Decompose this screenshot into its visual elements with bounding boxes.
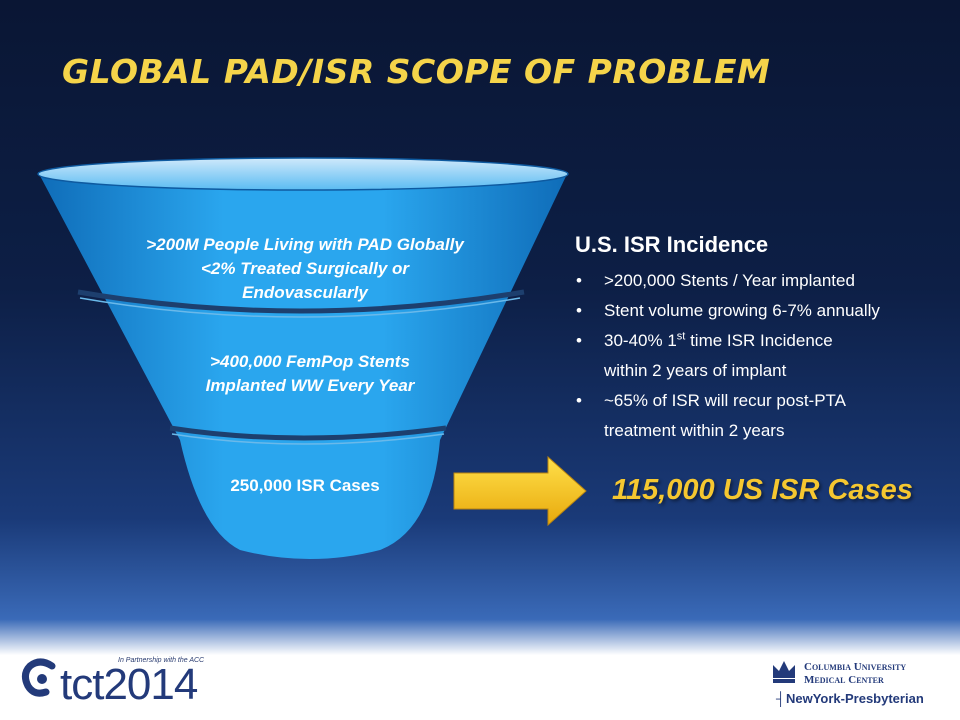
- funnel-separator-2: [169, 425, 447, 441]
- arrow-right-icon: [453, 455, 587, 527]
- cumc-name: Columbia University Medical Center: [804, 661, 906, 687]
- tct-swirl-logo-icon: [21, 658, 56, 697]
- funnel-tier-2-line-2: Implanted WW Every Year: [205, 376, 415, 395]
- slide-title: GLOBAL PAD/ISR SCOPE OF PROBLEM: [62, 52, 771, 91]
- funnel-tier-1-text: >200M People Living with PAD Globally <2…: [90, 233, 520, 305]
- funnel-tier-1-line-1: >200M People Living with PAD Globally: [146, 235, 464, 254]
- funnel-rim: [37, 157, 569, 191]
- incidence-bullet-3: 30-40% 1st time ISR Incidence within 2 y…: [576, 326, 956, 386]
- funnel-tier-2-text: >400,000 FemPop Stents Implanted WW Ever…: [120, 350, 500, 398]
- nyp-mark-icon: ┤: [776, 691, 786, 706]
- incidence-bullet-1-text: >200,000 Stents / Year implanted: [604, 271, 855, 290]
- tct-tagline: In Partnership with the ACC: [118, 657, 205, 664]
- incidence-bullet-4-text: ~65% of ISR will recur post-PTA: [604, 391, 847, 410]
- crown-logo-icon: [773, 661, 795, 683]
- funnel-separator-2-highlight: [171, 433, 445, 445]
- incidence-bullet-2-text: Stent volume growing 6-7% annually: [604, 301, 880, 320]
- funnel-body: [38, 172, 568, 559]
- funnel-tier-2-line-1: >400,000 FemPop Stents: [210, 352, 410, 371]
- incidence-bullet-2: Stent volume growing 6-7% annually: [576, 296, 956, 326]
- funnel-tier-3-line-1: 250,000 ISR Cases: [230, 476, 380, 495]
- cumc-line-2: Medical Center: [804, 674, 884, 686]
- incidence-list: >200,000 Stents / Year implanted Stent v…: [576, 266, 956, 446]
- funnel-tier-3-text: 250,000 ISR Cases: [180, 474, 430, 498]
- incidence-bullet-4: ~65% of ISR will recur post-PTA treatmen…: [576, 386, 956, 446]
- funnel-tier-1-line-3: Endovascularly: [242, 283, 368, 302]
- incidence-heading: U.S. ISR Incidence: [575, 232, 769, 257]
- incidence-bullet-3-post: time ISR Incidence: [685, 331, 833, 350]
- funnel-separator-1-highlight: [79, 297, 521, 318]
- tct-wordmark: tct2014: [60, 660, 198, 709]
- funnel-tier-1-line-2: <2% Treated Surgically or: [200, 259, 410, 278]
- nyp-name: NewYork-Presbyterian: [786, 691, 924, 706]
- incidence-bullet-3-sup: st: [676, 330, 686, 343]
- funnel-separator-1: [77, 289, 525, 314]
- incidence-bullet-3-cont: within 2 years of implant: [604, 361, 787, 380]
- isr-cases-callout: 115,000 US ISR Cases: [612, 474, 913, 506]
- cumc-line-1: Columbia University: [804, 661, 907, 673]
- incidence-bullet-4-cont: treatment within 2 years: [604, 421, 785, 440]
- incidence-bullet-3-pre: 30-40% 1: [604, 331, 677, 350]
- incidence-bullet-1: >200,000 Stents / Year implanted: [576, 266, 956, 296]
